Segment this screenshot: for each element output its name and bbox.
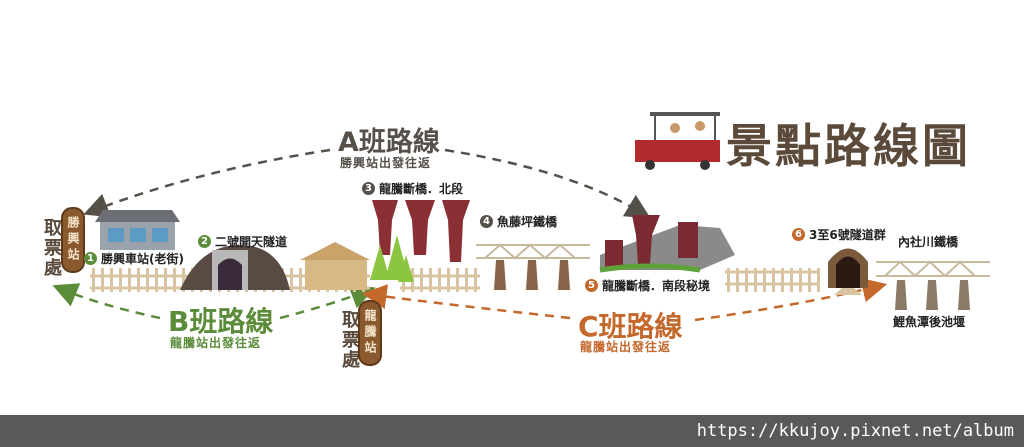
rail-tie [772, 268, 775, 292]
route-a-title: A班路線 [338, 127, 440, 158]
dam-label: 鯉魚潭後池堰 [893, 315, 966, 329]
rail-tie [781, 268, 784, 292]
rail-tie [799, 268, 802, 292]
rail-tie [173, 268, 176, 292]
trees-icon [370, 235, 414, 282]
rail-tie [290, 268, 293, 292]
rail-tie [101, 268, 104, 292]
route-b-path [279, 284, 376, 320]
album-url: https://kkujoy.pixnet.net/album [696, 421, 1014, 441]
route-a-path [83, 148, 331, 218]
route-map-illustration [52, 112, 990, 322]
rail-tie [763, 268, 766, 292]
rail-tie [447, 268, 450, 292]
station-longteng-badge: 龍騰站 [358, 300, 382, 366]
station-shengxing-badge: 勝興站 [61, 207, 85, 273]
route-b-subtitle: 龍騰站出發往返 [170, 336, 262, 350]
route-a-subtitle: 勝興站出發往返 [340, 156, 432, 170]
tunnel-group-icon [828, 248, 868, 295]
rail-tie [299, 268, 302, 292]
rail-tie [182, 268, 185, 292]
rail-tie [429, 268, 432, 292]
rail-tie [420, 268, 423, 292]
neishechuan-bridge-icon [876, 260, 990, 278]
rail-tie [164, 268, 167, 292]
rail-tie [754, 268, 757, 292]
route-c-title: C班路線 [578, 310, 683, 343]
route-b-path [52, 283, 161, 320]
ticket-office-label: 取票處 [41, 218, 62, 278]
rail-tie [465, 268, 468, 292]
longteng-station-icon [300, 242, 370, 290]
longteng-bridge-north-icon [372, 200, 470, 262]
dam-piers [895, 280, 970, 310]
footer-bar: https://kkujoy.pixnet.net/album [0, 415, 1024, 447]
rail-tie [745, 268, 748, 292]
neishechuan-bridge-label: 內社川鐵橋 [898, 235, 959, 249]
rail-tie [808, 268, 811, 292]
route-c-subtitle: 龍騰站出發往返 [580, 340, 672, 354]
route-c-path [361, 284, 571, 320]
rail-tie [128, 268, 131, 292]
rail-tie [438, 268, 441, 292]
bridge-piers [494, 260, 570, 290]
rail-cart-icon [635, 112, 720, 170]
rail-tie [736, 268, 739, 292]
rail-tie [155, 268, 158, 292]
rail-tie [790, 268, 793, 292]
ticket-office-label: 取票處 [339, 310, 360, 370]
rail-tie [456, 268, 459, 292]
rail-tie [92, 268, 95, 292]
page-title: 景點路線圖 [726, 119, 971, 173]
shengxing-station-icon [95, 210, 180, 250]
rail-tie [474, 268, 477, 292]
rail-tie [146, 268, 149, 292]
rail-tie [137, 268, 140, 292]
route-b-title: B班路線 [168, 305, 274, 338]
longteng-bridge-south-icon [599, 215, 735, 273]
tunnel-icon [180, 245, 290, 290]
yutengping-bridge-icon [476, 243, 590, 260]
route-a-path [444, 148, 651, 219]
rail-tie [817, 268, 820, 292]
rail-tie [110, 268, 113, 292]
rail-tie [727, 268, 730, 292]
rail-tie [119, 268, 122, 292]
